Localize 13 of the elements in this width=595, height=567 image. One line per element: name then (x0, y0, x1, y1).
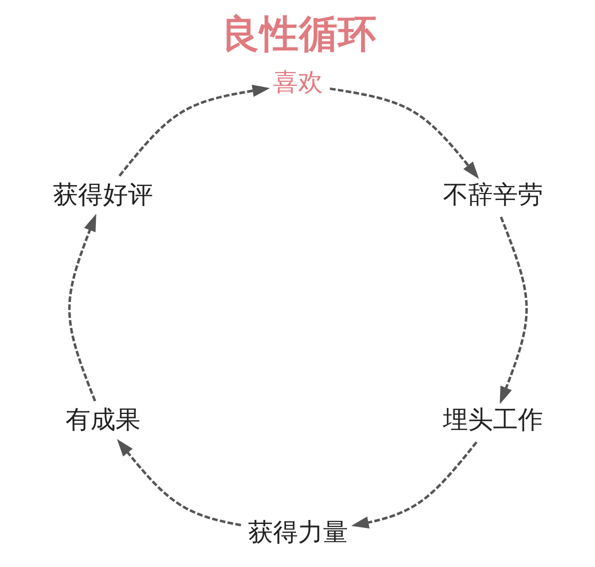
node-text: 喜欢 (272, 67, 322, 96)
node-text: 不辞辛劳 (442, 180, 542, 209)
arrow (499, 216, 528, 404)
node-text: 获得力量 (247, 517, 348, 546)
arrow (116, 438, 241, 526)
diagram-title: 良性循环 (220, 12, 376, 57)
arrow (329, 87, 479, 179)
arrow (68, 214, 96, 402)
node-text: 获得好评 (52, 180, 153, 209)
node-text: 有成果 (65, 404, 140, 434)
arrow (118, 84, 270, 177)
node-text: 埋头工作 (442, 404, 542, 434)
arrow (350, 441, 478, 529)
